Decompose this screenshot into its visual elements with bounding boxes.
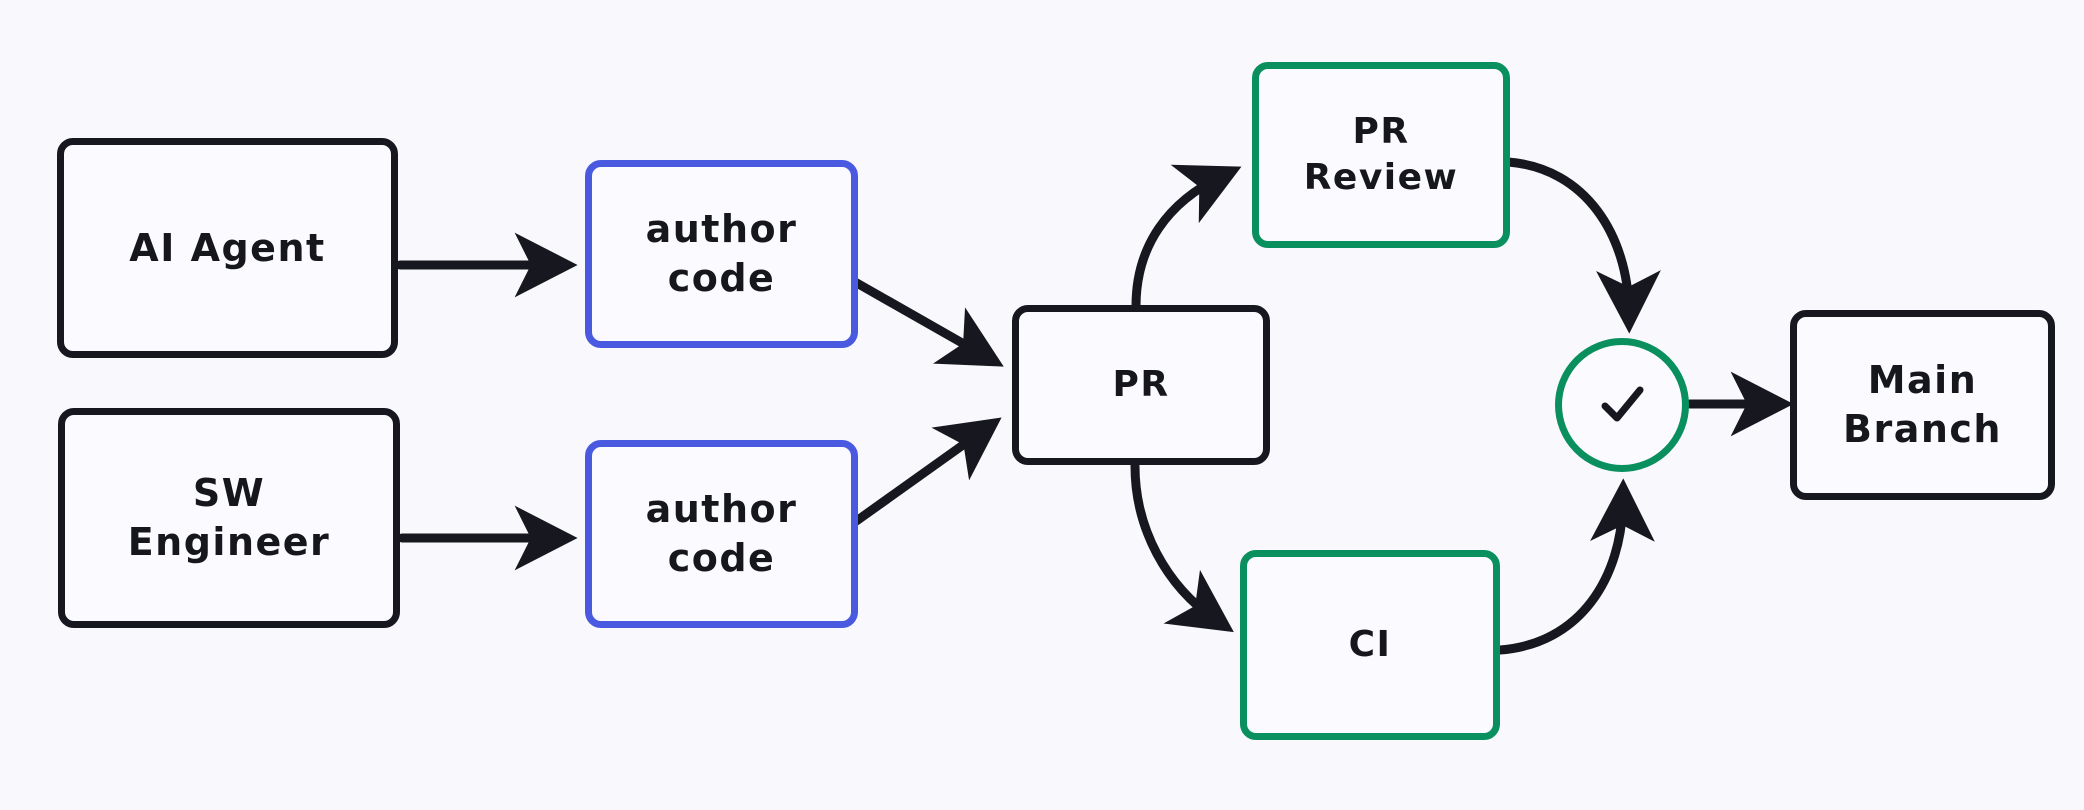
edge-author-code-engineer-to-pr (850, 417, 1002, 527)
node-author-code-engineer-label: author code (645, 487, 798, 580)
node-ai-agent[interactable]: AI Agent (57, 138, 398, 358)
node-author-code-agent-label: author code (645, 207, 798, 300)
edge-pr-review-to-check (1503, 157, 1661, 334)
node-pr-label: PR (1112, 363, 1170, 405)
node-pr[interactable]: PR (1012, 305, 1270, 465)
edge-pr-to-ci (1130, 461, 1234, 633)
node-pr-review[interactable]: PR Review (1252, 62, 1510, 248)
node-ci[interactable]: CI (1240, 550, 1500, 740)
node-pr-review-label: PR Review (1303, 110, 1459, 198)
merge-check-badge[interactable] (1555, 338, 1689, 472)
edge-pr-to-pr-review (1131, 164, 1242, 311)
edge-author-code-agent-to-pr (850, 277, 1004, 367)
edge-ci-to-check (1495, 478, 1655, 655)
node-author-code-engineer[interactable]: author code (585, 440, 858, 628)
node-ai-agent-label: AI Agent (129, 225, 326, 270)
node-sw-engineer[interactable]: SW Engineer (58, 408, 400, 628)
node-author-code-agent[interactable]: author code (585, 160, 858, 348)
check-icon (1601, 386, 1644, 422)
node-main-branch[interactable]: Main Branch (1790, 310, 2055, 500)
node-sw-engineer-label: SW Engineer (127, 471, 331, 564)
node-main-branch-label: Main Branch (1843, 358, 2002, 451)
node-ci-label: CI (1348, 623, 1392, 665)
